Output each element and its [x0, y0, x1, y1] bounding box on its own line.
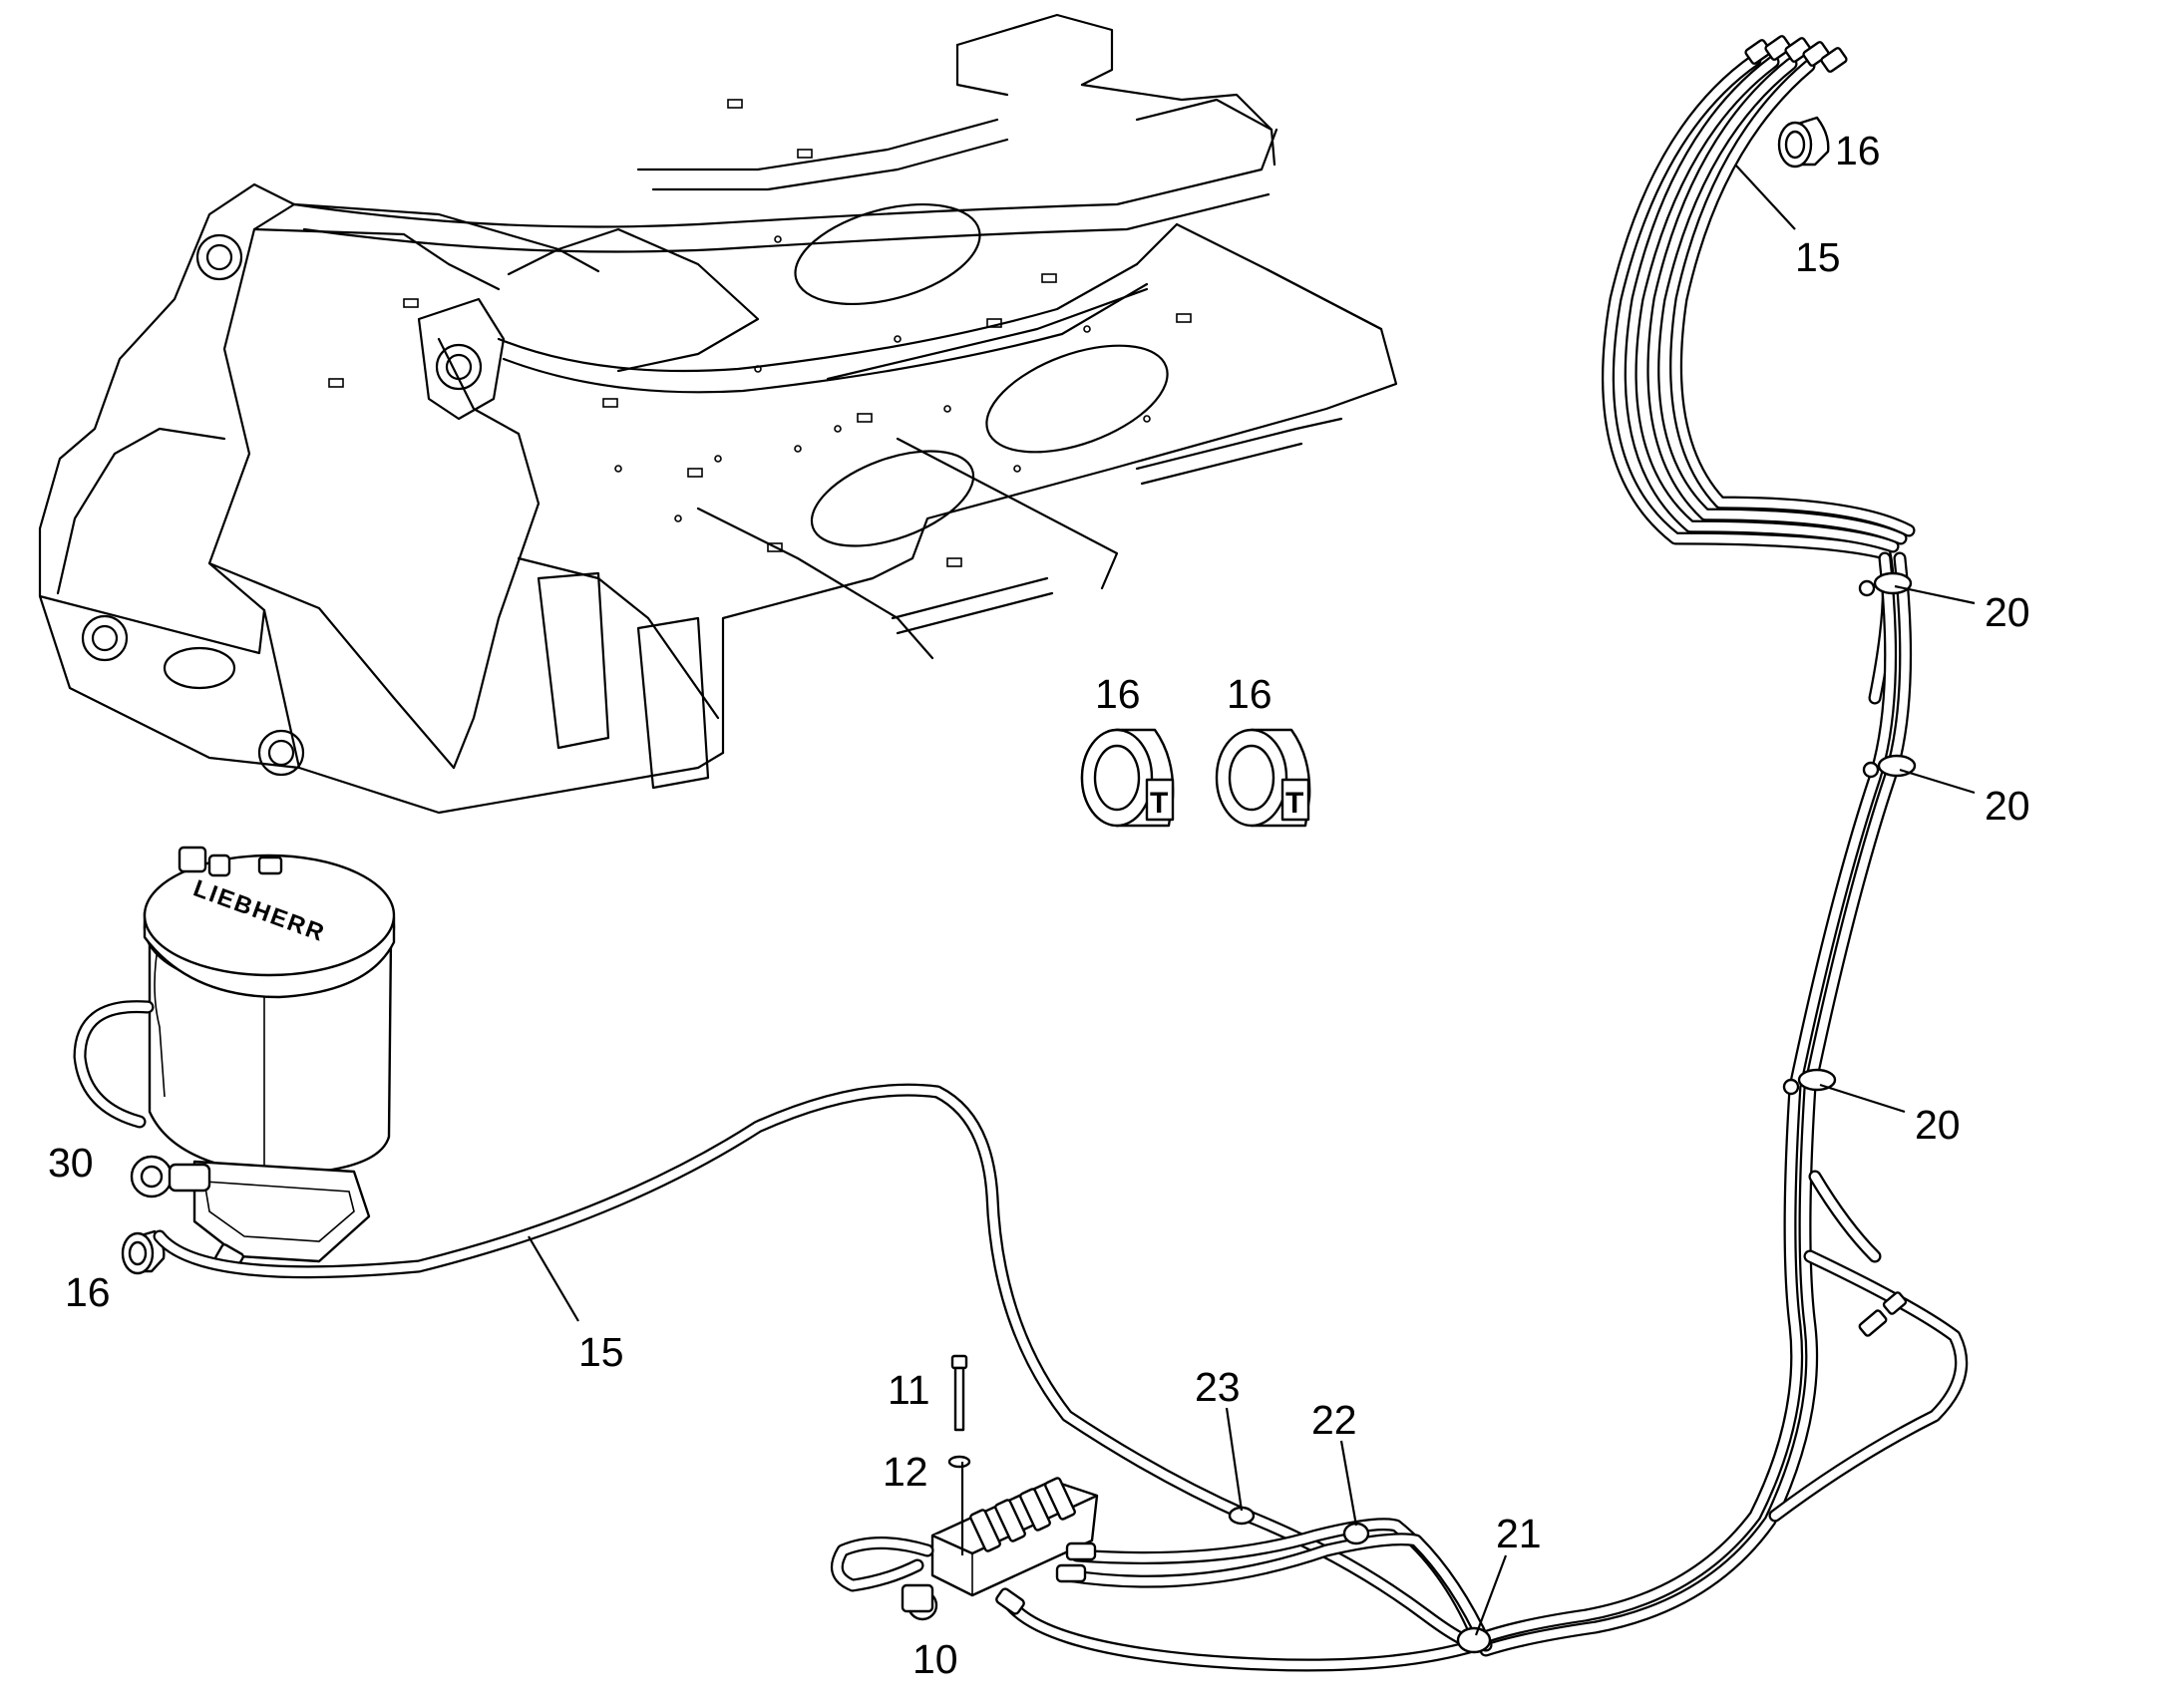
washer-12: [947, 1455, 971, 1469]
callout-20-lower: 20: [1915, 1102, 1961, 1148]
callout-10: 10: [912, 1636, 958, 1682]
distributor-block: [830, 1477, 1099, 1621]
cap-16-center-right: T: [1215, 728, 1311, 828]
callout-12: 12: [883, 1449, 928, 1495]
callout-11: 11: [888, 1367, 930, 1413]
tie-22: [1342, 1522, 1370, 1545]
callout-23: 23: [1195, 1364, 1241, 1410]
machine-frame: [38, 13, 1398, 815]
branch-hose-right: [1768, 1170, 1969, 1523]
clamp-20-upper: [1858, 571, 1913, 597]
callout-21: 21: [1496, 1511, 1542, 1556]
callout-16-center-right: 16: [1227, 671, 1272, 717]
bolt-11: [950, 1354, 968, 1432]
cap-marking-center-left: T: [1150, 787, 1168, 820]
callout-20-middle: 20: [1985, 783, 2030, 829]
clamp-20-lower: [1782, 1068, 1837, 1096]
cap-16-top-right: [1777, 116, 1830, 169]
hose-bundle-upper: [1469, 35, 1916, 1657]
callout-30: 30: [48, 1140, 94, 1186]
clamp-20-middle: [1862, 754, 1917, 779]
grease-pump: LIEBHERR: [73, 846, 396, 1271]
distributor-outlet-hoses: [995, 1518, 1493, 1672]
tie-21: [1456, 1626, 1492, 1654]
callout-15-top-right: 15: [1795, 234, 1841, 280]
callout-16-center-left: 16: [1095, 671, 1141, 717]
callout-22: 22: [1311, 1397, 1357, 1443]
callout-20-upper: 20: [1985, 589, 2030, 635]
callout-16-bottom-left: 16: [65, 1269, 111, 1315]
callout-16-top-right: 16: [1835, 128, 1881, 173]
cap-marking-center-right: T: [1285, 787, 1303, 820]
callout-15-lower: 15: [578, 1329, 624, 1375]
leader-lines: [528, 164, 1976, 1636]
callout-labels: 16 15 20 20 20 16 16 30 16 15 11 12 23 2…: [48, 128, 2030, 1682]
cap-16-center-left: T: [1080, 728, 1175, 828]
